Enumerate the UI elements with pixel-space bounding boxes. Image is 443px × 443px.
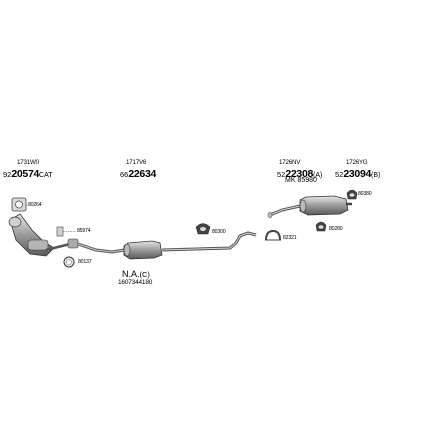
- label-hanger-right-top: 80380: [358, 191, 372, 197]
- na-part-oe-number: 1607344180: [118, 279, 153, 286]
- gasket-top-left: [11, 197, 27, 212]
- part-3-prefix: 52: [277, 170, 286, 179]
- label-clamp-middle: 82321: [283, 235, 297, 241]
- na-part-code: N.A.: [122, 269, 140, 279]
- part-4-main-number: 23094: [343, 168, 372, 180]
- part-4-oe-number: 1726YG: [346, 159, 368, 166]
- part-2-prefix: 66: [120, 170, 129, 179]
- part-1-prefix: 92: [3, 170, 12, 179]
- middle-silencer: [123, 240, 163, 260]
- part-1-number: 9220574CAT: [3, 165, 53, 181]
- part-3-main-number: 22308: [285, 168, 314, 180]
- part-1-main-number: 20574: [11, 168, 40, 180]
- part-4-number: 5223094(B): [335, 165, 380, 181]
- hanger-middle: [195, 223, 211, 235]
- part-2-main-number: 22634: [128, 168, 157, 180]
- na-part-label: N.A.(C): [122, 270, 150, 279]
- part-4-prefix: 52: [335, 170, 344, 179]
- label-gasket-left: 80137: [78, 259, 92, 265]
- part-2-number: 6622634: [120, 165, 156, 181]
- part-1-oe-number: 1731W0: [17, 159, 39, 166]
- clamp-middle: [265, 229, 281, 241]
- label-hanger-middle: 80300: [212, 229, 226, 235]
- part-2-oe-number: 1717V6: [126, 159, 147, 166]
- part-3-number: 5222308(A): [277, 165, 322, 181]
- catalytic-converter: [8, 213, 71, 257]
- part-3-oe-number: 1726NV: [279, 159, 301, 166]
- hanger-right-bottom: [315, 221, 327, 232]
- clamp-left: [56, 226, 76, 237]
- label-clamp-left: 85974: [77, 228, 91, 234]
- rear-silencer: [299, 195, 352, 216]
- label-hanger-right-bottom: 80280: [329, 226, 343, 232]
- na-part-suffix: (C): [139, 270, 150, 279]
- mounting-kit: MK 85980: [285, 177, 317, 184]
- front-pipe: [67, 238, 125, 254]
- label-gasket-top-left: 80264: [28, 202, 42, 208]
- mounting-kit-label: MK: [285, 177, 296, 184]
- rear-tailpipe: [267, 204, 301, 219]
- part-3-suffix: (A): [313, 172, 323, 179]
- gasket-left-ring: [63, 256, 75, 268]
- part-4-suffix: (B): [371, 172, 381, 179]
- mounting-kit-number: 85980: [297, 177, 317, 184]
- intermediate-pipe: [161, 231, 257, 252]
- part-1-suffix: CAT: [39, 172, 53, 179]
- hanger-right-top: [346, 189, 358, 200]
